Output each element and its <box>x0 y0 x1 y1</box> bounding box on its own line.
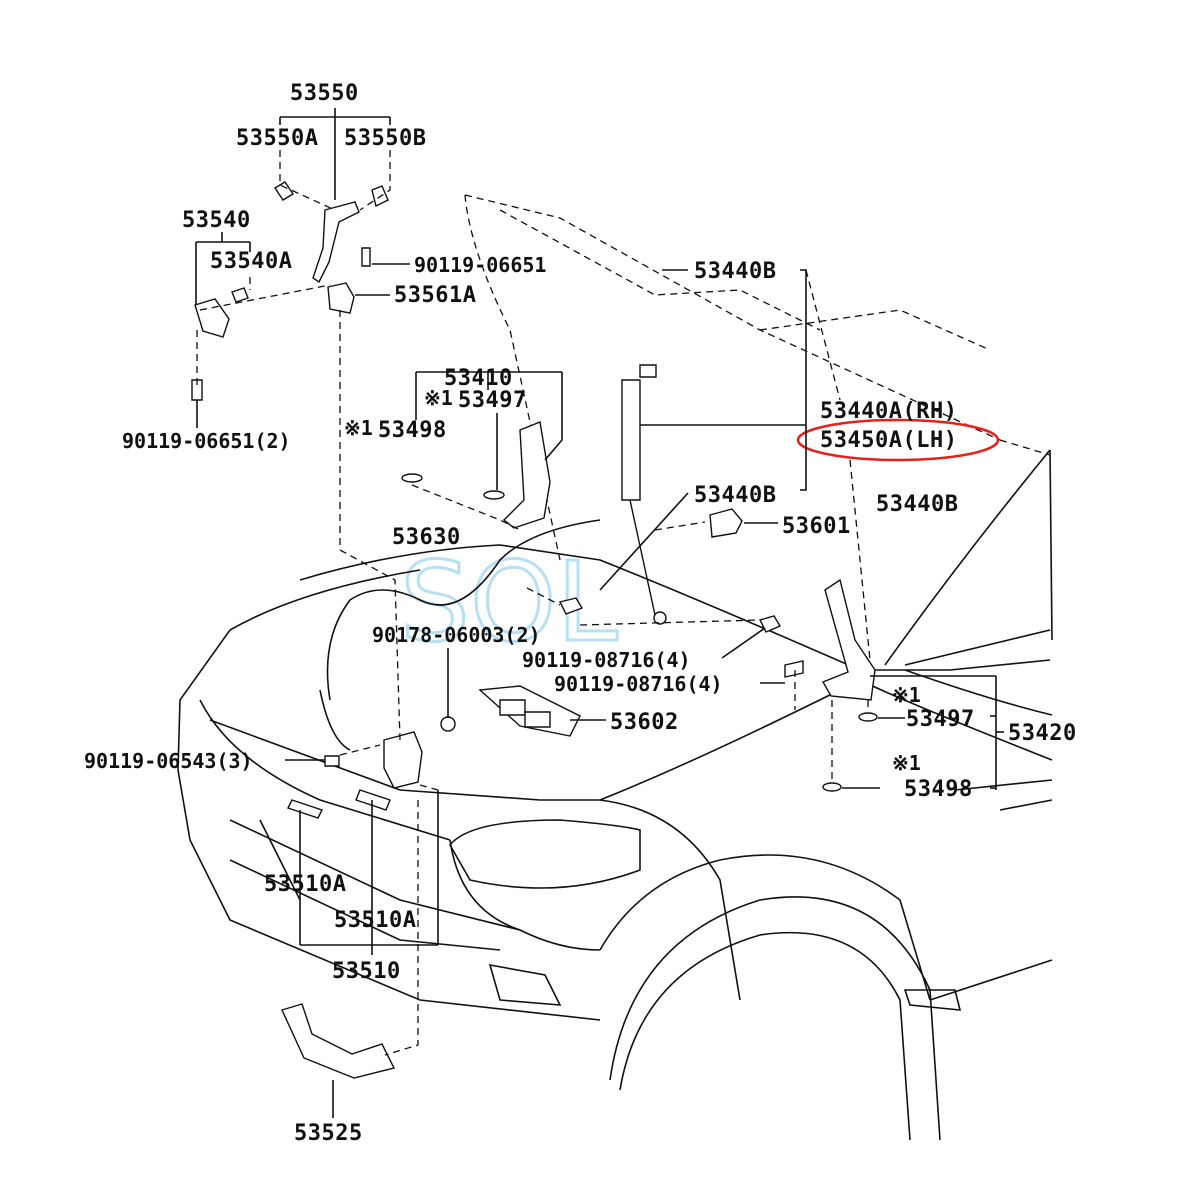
bracket-53561A <box>327 282 355 314</box>
label-53510: 53510 <box>332 959 401 984</box>
mark-right-b: ※1 <box>892 751 921 775</box>
label-53550: 53550 <box>290 81 359 106</box>
clip-53540A <box>231 287 249 303</box>
washer-53498-right <box>822 782 842 792</box>
label-53525: 53525 <box>294 1121 363 1146</box>
label-53540A: 53540A <box>210 249 292 274</box>
highlight-ellipse <box>796 418 1000 462</box>
bolt-90119-06651-2 <box>191 379 203 401</box>
hood-lock-control <box>312 201 360 284</box>
label-90119-06651: 90119-06651 <box>414 253 546 277</box>
washer-53497-top <box>483 490 505 500</box>
label-90119-08716-b: 90119-08716(4) <box>554 672 723 696</box>
hinge-53410 <box>502 421 551 529</box>
label-53440A-RH: 53440A(RH) <box>820 399 957 424</box>
watermark-text: SOL <box>400 538 618 666</box>
bolt-90119-06543 <box>324 755 340 767</box>
bolt-90119-06651 <box>361 247 371 267</box>
label-53498-top: 53498 <box>378 418 447 443</box>
seal-53602 <box>478 685 581 737</box>
hood-stay-cylinder <box>621 379 641 501</box>
label-53550B: 53550B <box>344 126 426 151</box>
bolt-90119-08716-b <box>784 660 804 678</box>
mark-right-a: ※1 <box>892 683 921 707</box>
mark-top-a: ※1 <box>424 386 453 410</box>
clip-53550A <box>274 181 294 201</box>
label-90119-08716-a: 90119-08716(4) <box>522 648 691 672</box>
labels: 53550 53550A 53550B 53540 53540A 90119-0… <box>84 81 1077 1146</box>
label-53440B-right: 53440B <box>876 492 958 517</box>
label-53630: 53630 <box>392 525 461 550</box>
label-53440B-top: 53440B <box>694 259 776 284</box>
bolt-90178-06003 <box>558 597 584 615</box>
leader-lines <box>195 108 1004 1118</box>
label-90119-06543-3: 90119-06543(3) <box>84 749 253 773</box>
stay-end-top <box>639 364 657 378</box>
label-53550A: 53550A <box>236 126 318 151</box>
mark-top-b: ※1 <box>344 416 373 440</box>
label-53498-right: 53498 <box>904 777 973 802</box>
support-53525 <box>281 1003 396 1079</box>
label-53497-right: 53497 <box>906 707 975 732</box>
parts <box>191 181 878 1079</box>
label-53420: 53420 <box>1008 721 1077 746</box>
spring-53510A-a <box>287 799 323 819</box>
label-53540: 53540 <box>182 208 251 233</box>
spring-53510A-b <box>355 789 391 811</box>
hinge-53420 <box>821 578 876 701</box>
label-53497-top: 53497 <box>458 388 527 413</box>
washer-53498-top <box>401 473 423 483</box>
label-53561A: 53561A <box>394 283 476 308</box>
label-53410: 53410 <box>444 366 513 391</box>
lever-53540 <box>194 298 230 338</box>
vehicle-outline <box>177 194 1053 1141</box>
washer-53497-right <box>858 712 878 722</box>
cushion-53601 <box>709 508 743 538</box>
clip-90178-06003-b <box>440 716 456 732</box>
label-53510A-b: 53510A <box>334 908 416 933</box>
label-90178-06003-2: 90178-06003(2) <box>372 623 541 647</box>
label-53602: 53602 <box>610 710 679 735</box>
stay-end-bottom <box>653 611 667 625</box>
label-53440B-mid: 53440B <box>694 483 776 508</box>
label-53450A-LH: 53450A(LH) <box>820 428 957 453</box>
hood-lock <box>383 731 423 789</box>
label-53510A-a: 53510A <box>264 872 346 897</box>
label-90119-06651-2: 90119-06651(2) <box>122 429 291 453</box>
label-53601: 53601 <box>782 514 851 539</box>
